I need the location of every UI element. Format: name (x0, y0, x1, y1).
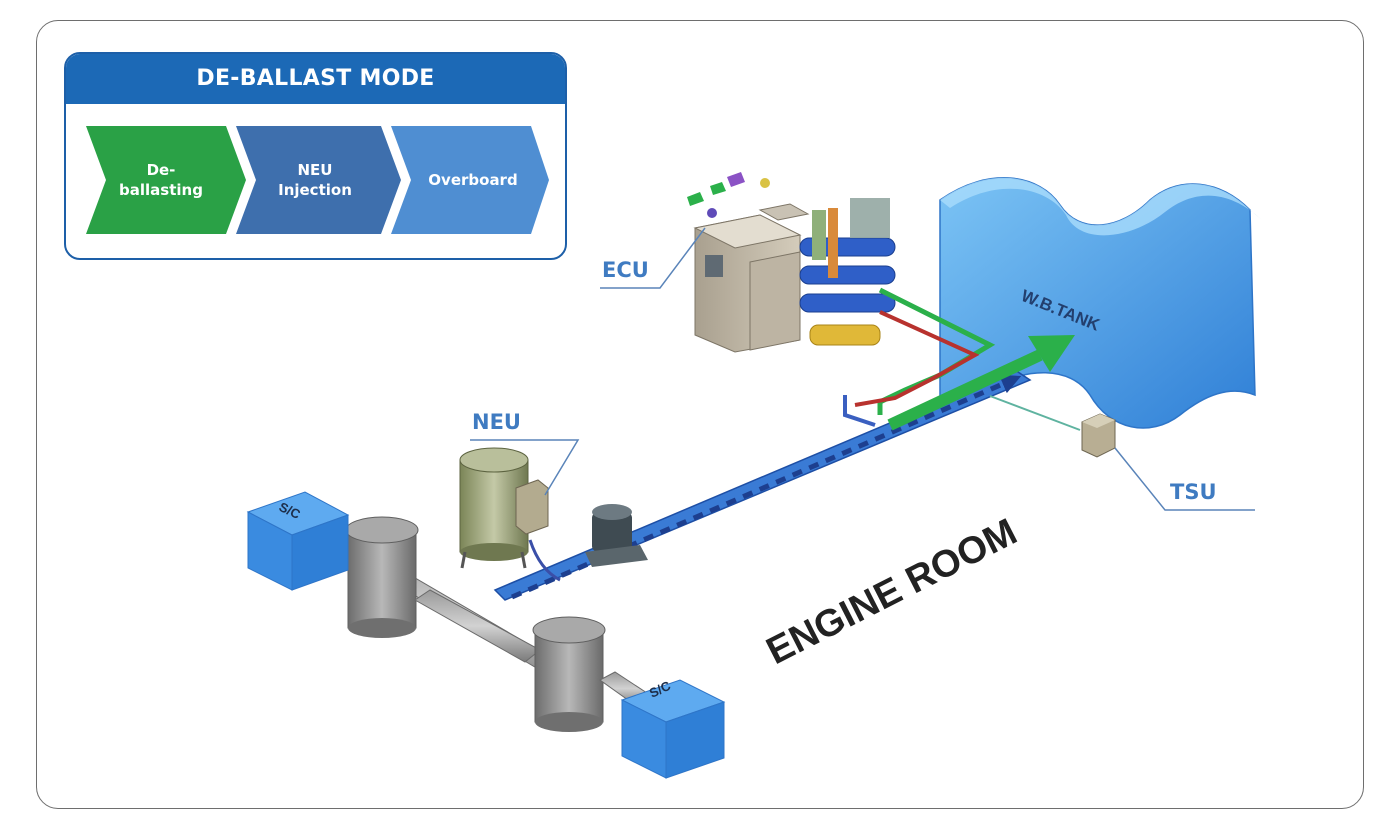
engine-room-label: ENGINE ROOM (760, 511, 1024, 673)
step-1-label: De- ballasting (119, 161, 203, 199)
pump-unit (585, 504, 648, 567)
mode-title: DE-BALLAST MODE (66, 54, 565, 104)
neu-label: NEU (472, 410, 521, 434)
neu-unit (459, 447, 561, 582)
strainer-piping (328, 516, 651, 732)
tsu-label: TSU (1170, 480, 1217, 504)
ecu-piping (843, 287, 996, 427)
step-2-label: NEU Injection (278, 161, 352, 199)
step-2-chevron (236, 126, 401, 234)
ecu-label: ECU (602, 258, 649, 282)
mode-steps (86, 126, 549, 234)
sea-chest-left (246, 491, 350, 591)
step-1-chevron (86, 126, 246, 234)
flow-arrow-to-tank (887, 335, 1075, 431)
step-3-chevron (391, 126, 549, 234)
sea-chest-right (620, 679, 726, 779)
ecu-unit (687, 172, 896, 353)
callout-lines (470, 227, 1255, 511)
mode-panel: DE-BALLAST MODE De- ballasting NEU Injec… (64, 52, 567, 260)
step-3-label: Overboard (428, 171, 518, 189)
